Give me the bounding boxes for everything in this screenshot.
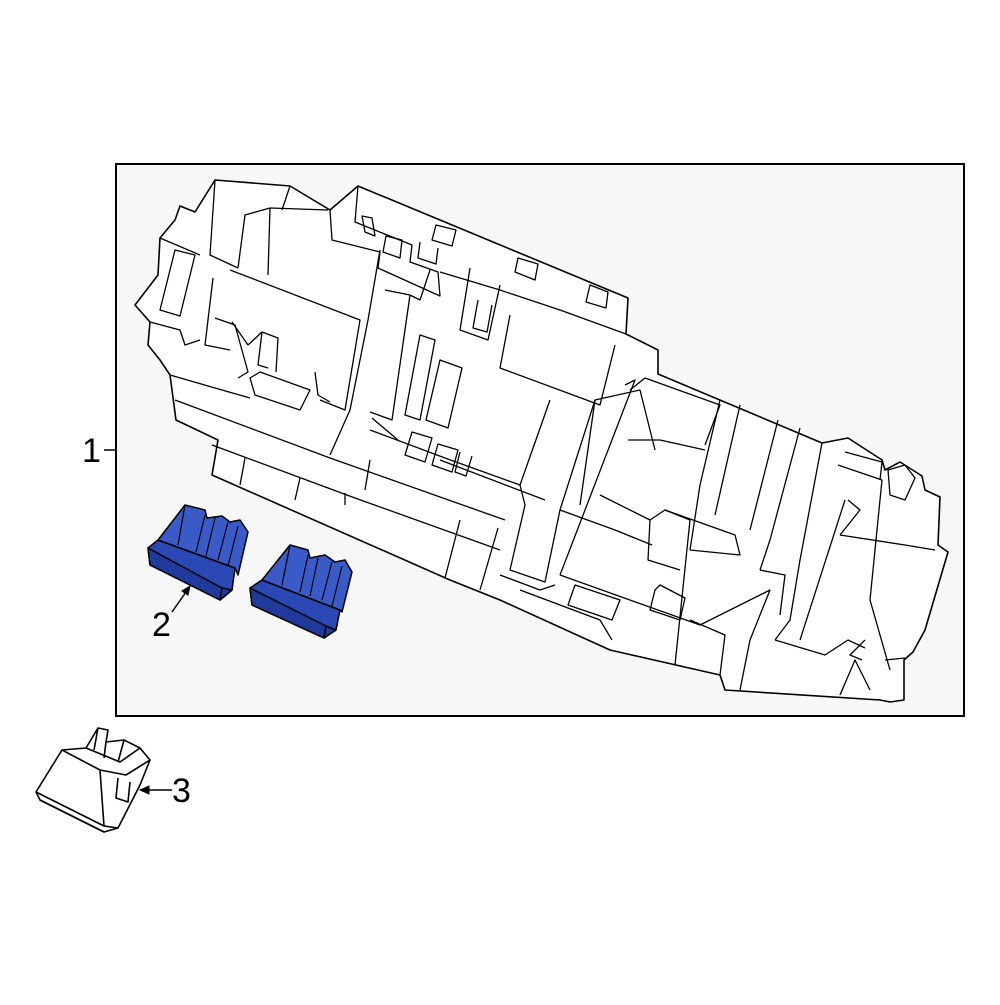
relay-box <box>134 179 949 703</box>
relay-part-2-left <box>147 504 249 601</box>
callout-1-label: 1 <box>82 432 101 470</box>
callout-3-leader <box>138 785 172 795</box>
callout-2-label: 2 <box>152 606 171 644</box>
callout-2-leader <box>171 584 191 613</box>
relay-part-3 <box>35 727 151 833</box>
callout-3-label: 3 <box>172 772 191 810</box>
relay-part-2-right <box>249 544 353 639</box>
